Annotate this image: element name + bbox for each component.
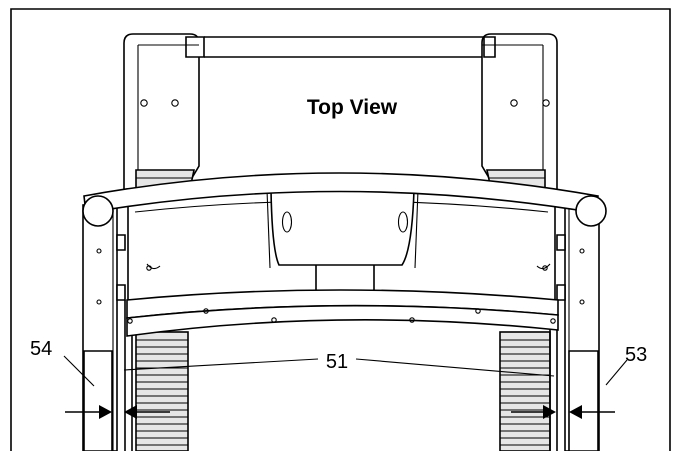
right-upright — [481, 33, 558, 196]
right-outer-leg-cover — [568, 350, 599, 451]
bolt-hole — [171, 99, 179, 107]
bolt-hole — [542, 99, 550, 107]
view-title: Top View — [307, 96, 398, 119]
right-belt — [499, 331, 551, 451]
arrow-left-icon — [569, 405, 615, 419]
left-handlebar-endcap — [82, 195, 114, 227]
console-body — [127, 188, 556, 303]
left-outer-leg-cover — [83, 350, 113, 451]
arrow-right-icon — [65, 405, 112, 419]
arrow-left-icon — [124, 405, 170, 419]
left-belt — [135, 331, 189, 451]
front-crossbar — [126, 289, 559, 337]
callout-51: 51 — [326, 351, 348, 373]
figure-frame — [10, 8, 671, 451]
arrow-right-icon — [511, 405, 556, 419]
bolt-hole — [140, 99, 148, 107]
callout-53: 53 — [625, 344, 647, 366]
left-upright — [123, 33, 205, 196]
bolt-hole — [510, 99, 518, 107]
handlebar — [82, 172, 607, 227]
right-handlebar-endcap — [575, 195, 607, 227]
callout-54: 54 — [30, 338, 52, 360]
rear-crossbar — [204, 36, 484, 58]
callout-leaders — [63, 355, 628, 387]
